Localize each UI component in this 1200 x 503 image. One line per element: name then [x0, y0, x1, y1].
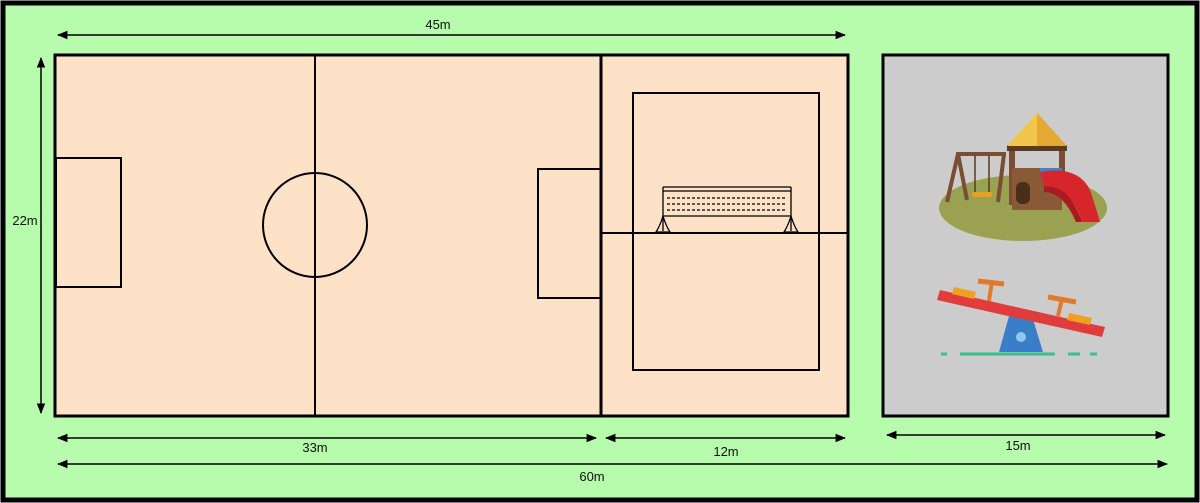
- center-circle: [262, 172, 368, 278]
- dimension-lines: [36, 30, 1169, 469]
- dim-label-height: 22m: [12, 213, 37, 228]
- dim-label-volleyball: 12m: [713, 444, 738, 459]
- left-penalty-box: [55, 157, 122, 288]
- dim-label-football: 33m: [302, 440, 327, 455]
- dim-label-top: 45m: [425, 17, 450, 32]
- volleyball-court-lines: [632, 92, 820, 371]
- dim-label-overall: 60m: [579, 469, 604, 484]
- volleyball-net-icon: [654, 186, 800, 233]
- dim-label-playground: 15m: [1005, 438, 1030, 453]
- field-area: [53, 53, 850, 418]
- playground-structure-icon: [939, 113, 1107, 241]
- volleyball-court: [601, 92, 848, 371]
- seesaw-icon: [937, 278, 1105, 356]
